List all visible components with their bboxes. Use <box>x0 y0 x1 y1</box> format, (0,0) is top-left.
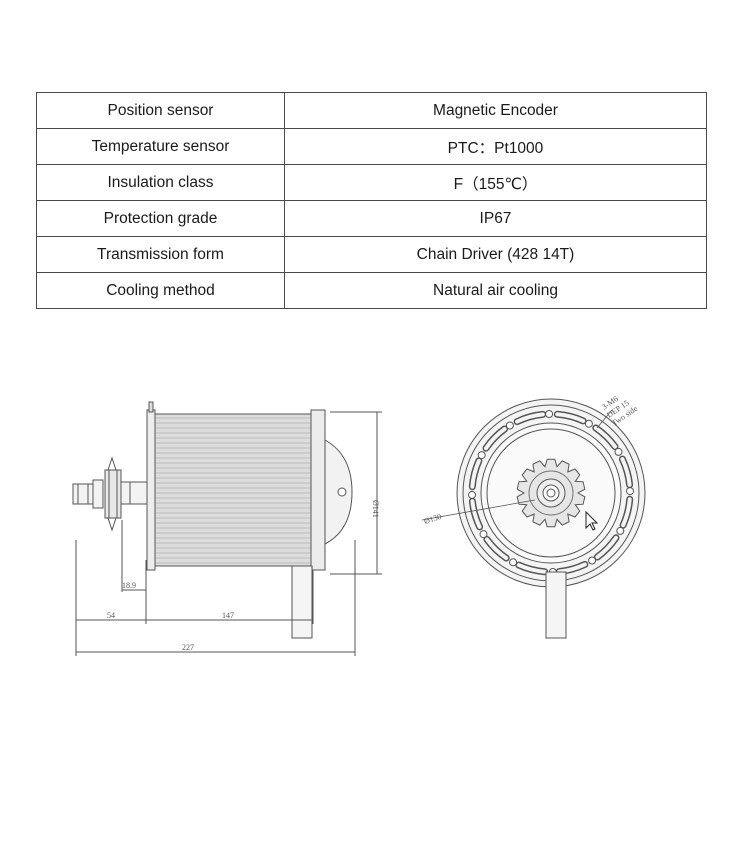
bolt-hole <box>584 419 593 428</box>
bolt-hole <box>468 490 476 499</box>
motor-front-view <box>421 398 646 639</box>
cooling-slot-inner <box>470 499 482 529</box>
spec-row: Cooling method Natural air cooling <box>36 272 707 309</box>
spec-value: IP67 <box>284 200 707 237</box>
dim-130: Ø130 <box>423 512 443 526</box>
cooling-slot-inner <box>555 412 586 423</box>
bolt-hole <box>505 421 514 430</box>
cooling-slot-inner <box>595 535 618 559</box>
spec-value: Magnetic Encoder <box>284 92 707 129</box>
spec-label: Cooling method <box>36 272 285 309</box>
spec-row: Insulation class F（155℃） <box>36 164 707 201</box>
dim-147: 147 <box>222 611 234 620</box>
cooling-slot-inner <box>470 458 481 489</box>
spec-row: Temperature sensor PTC：Pt1000 <box>36 128 707 165</box>
spec-value: Natural air cooling <box>284 272 707 309</box>
bolt-hole <box>616 526 625 535</box>
dim-227: 227 <box>182 643 194 652</box>
spec-table: Position sensor Magnetic Encoder Tempera… <box>36 92 707 309</box>
spec-label: Transmission form <box>36 236 285 273</box>
bolt-hole <box>509 558 518 567</box>
bolt-hole <box>614 447 623 456</box>
dim-141: Ø141 <box>371 500 380 518</box>
dim-18-9: 18.9 <box>122 581 136 590</box>
cooling-slot-inner <box>593 426 617 449</box>
cooling-slot-inner <box>484 427 507 451</box>
spec-label: Temperature sensor <box>36 128 285 165</box>
spec-value: F（155℃） <box>284 164 707 201</box>
spec-value: PTC：Pt1000 <box>284 128 707 165</box>
spec-row: Protection grade IP67 <box>36 200 707 237</box>
spec-label: Position sensor <box>36 92 285 129</box>
cooling-slot-inner <box>516 563 547 574</box>
cooling-slot-inner <box>515 412 545 424</box>
spec-label: Protection grade <box>36 200 285 237</box>
cooling-slot-inner <box>620 457 632 487</box>
cooling-slot-inner <box>621 497 632 528</box>
bolt-hole <box>479 530 488 539</box>
bolt-hole <box>588 556 597 565</box>
motor-technical-drawing: 18.9 54 147 227 Ø141 Ø130 3-M6 DEP 15 Tw… <box>72 394 646 656</box>
spec-row: Transmission form Chain Driver (428 14T) <box>36 236 707 273</box>
bolt-hole <box>545 410 554 418</box>
sprocket-hub <box>528 470 574 516</box>
spec-value: Chain Driver (428 14T) <box>284 236 707 273</box>
spec-row: Position sensor Magnetic Encoder <box>36 92 707 129</box>
spec-label: Insulation class <box>36 164 285 201</box>
bolt-hole <box>477 451 486 460</box>
cooling-slot-inner <box>485 537 509 560</box>
bolt-hole <box>626 487 634 496</box>
dim-54: 54 <box>107 611 115 620</box>
side-view-dimensions: 18.9 54 147 227 Ø141 <box>107 500 380 652</box>
motor-side-view <box>72 401 382 656</box>
